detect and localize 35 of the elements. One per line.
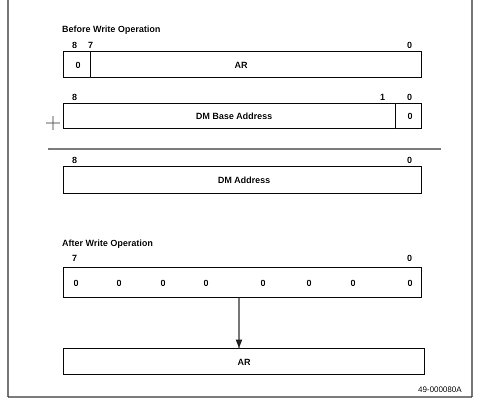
register-field <box>63 51 91 78</box>
field-value: 0 <box>350 278 356 288</box>
register-field <box>63 103 396 129</box>
register-field <box>63 267 422 298</box>
field-value: AR <box>234 60 248 70</box>
arrow <box>236 298 242 348</box>
field-value: 0 <box>408 278 412 288</box>
bit-number: 0 <box>407 253 412 264</box>
register-field <box>90 51 422 78</box>
figure-number: 49-000080A <box>418 384 462 395</box>
field-value: 0 <box>306 278 312 288</box>
field-value: DM Base Address <box>196 111 272 121</box>
bit-number: 7 <box>88 40 94 51</box>
field-value: DM Address <box>218 175 270 185</box>
bit-number: 1 <box>380 92 386 103</box>
field-value: 0 <box>76 60 80 70</box>
field-value: 0 <box>204 278 208 288</box>
bit-number: 7 <box>72 253 78 264</box>
section-heading: After Write Operation <box>62 238 153 249</box>
bit-number: 8 <box>72 155 78 166</box>
bit-number: 8 <box>72 40 78 51</box>
bit-number: 8 <box>72 92 78 103</box>
register-field <box>63 348 425 375</box>
field-value: AR <box>238 356 250 366</box>
section-heading: Before Write Operation <box>62 24 160 35</box>
field-value: 0 <box>160 278 166 288</box>
field-value: 0 <box>408 111 412 121</box>
field-value: 0 <box>260 278 266 288</box>
field-value: 0 <box>116 278 122 288</box>
field-value: 0 <box>74 278 78 288</box>
bit-number: 0 <box>407 155 412 166</box>
bit-number: 0 <box>407 40 412 51</box>
register-field <box>395 103 422 129</box>
register-field <box>63 166 422 194</box>
bit-number: 0 <box>407 92 412 103</box>
